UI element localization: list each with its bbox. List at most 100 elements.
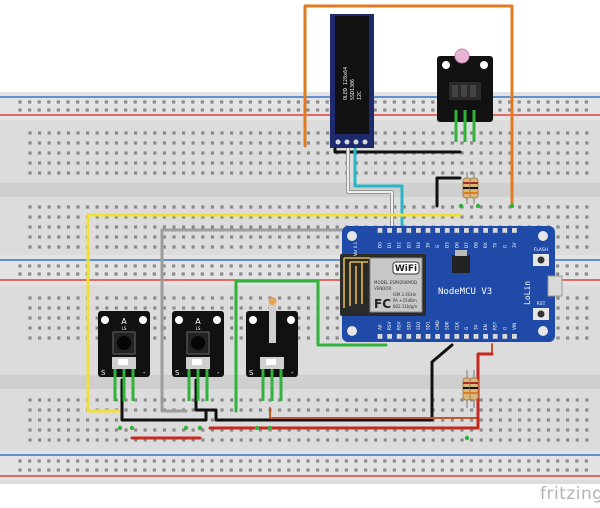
terminal-hole [76,296,80,300]
terminal-hole [537,161,541,165]
terminal-hole [239,296,243,300]
terminal-hole [412,215,416,219]
contact [183,425,189,431]
terminal-hole [230,171,234,175]
terminal-hole [278,225,282,229]
terminal-hole [441,398,445,402]
rail-hole [392,468,396,472]
terminal-hole [47,418,51,422]
terminal-hole [239,225,243,229]
terminal-hole [230,151,234,155]
terminal-hole [498,131,502,135]
rail-hole [191,459,195,463]
terminal-hole [306,438,310,442]
contact [129,425,135,431]
terminal-hole [153,245,157,249]
terminal-hole [191,408,195,412]
terminal-hole [556,245,560,249]
rail-hole [172,272,176,276]
terminal-hole [220,151,224,155]
terminal-hole [508,131,512,135]
terminal-hole [162,131,166,135]
pin-d0 [377,228,383,233]
pin-label: D0 [378,242,383,248]
terminal-hole [374,215,378,219]
pin-label: SD0 [445,321,450,330]
module-mark-s: S [249,369,254,377]
fc-label: FC [374,297,391,311]
nodemcu-brand: LoLin [523,281,532,305]
terminal-hole [153,398,157,402]
terminal-hole [306,245,310,249]
terminal-hole [162,235,166,239]
rail-hole [152,468,156,472]
terminal-hole [57,326,61,330]
terminal-hole [546,418,550,422]
terminal-hole [527,161,531,165]
terminal-hole [76,336,80,340]
terminal-hole [374,205,378,209]
terminal-hole [489,171,493,175]
terminal-hole [134,245,138,249]
rail-hole [258,272,262,276]
rail-hole [66,108,70,112]
terminal-hole [210,141,214,145]
terminal-hole [105,245,109,249]
terminal-hole [479,205,483,209]
rail-hole [172,468,176,472]
terminal-hole [162,161,166,165]
rail-hole [124,100,128,104]
terminal-hole [230,428,234,432]
terminal-hole [28,205,32,209]
terminal-hole [470,171,474,175]
terminal-hole [566,141,570,145]
terminal-hole [249,131,253,135]
terminal-hole [258,296,262,300]
terminal-hole [249,141,253,145]
terminal-hole [143,131,147,135]
terminal-hole [201,171,205,175]
terminal-hole [258,215,262,219]
terminal-hole [172,151,176,155]
terminal-hole [105,141,109,145]
terminal-hole [191,161,195,165]
rail-hole [392,108,396,112]
rail-hole [306,100,310,104]
terminal-hole [134,215,138,219]
wire-power-orange [303,4,514,208]
terminal-hole [460,428,464,432]
terminal-hole [585,418,589,422]
terminal-hole [316,161,320,165]
terminal-hole [585,151,589,155]
terminal-hole [134,235,138,239]
rail-hole [37,468,41,472]
terminal-hole [143,215,147,219]
terminal-hole [287,398,291,402]
terminal-hole [143,225,147,229]
pin-label: G [435,245,440,248]
rail-hole [133,108,137,112]
pin-label: RSV [397,321,402,330]
terminal-hole [489,205,493,209]
rail-hole [412,459,416,463]
terminal-hole [412,438,416,442]
module-mark-minus: - [143,369,146,377]
terminal-hole [230,245,234,249]
terminal-hole [460,438,464,442]
terminal-hole [479,428,483,432]
usb-port [547,275,563,297]
terminal-hole [566,398,570,402]
terminal-hole [566,438,570,442]
terminal-hole [28,336,32,340]
terminal-hole [134,205,138,209]
rail-hole [584,108,588,112]
terminal-hole [306,215,310,219]
terminal-hole [422,408,426,412]
terminal-hole [297,205,301,209]
terminal-hole [220,205,224,209]
terminal-hole [66,151,70,155]
terminal-hole [316,225,320,229]
module-mark-s: S [175,369,180,377]
terminal-hole [191,131,195,135]
terminal-hole [335,205,339,209]
